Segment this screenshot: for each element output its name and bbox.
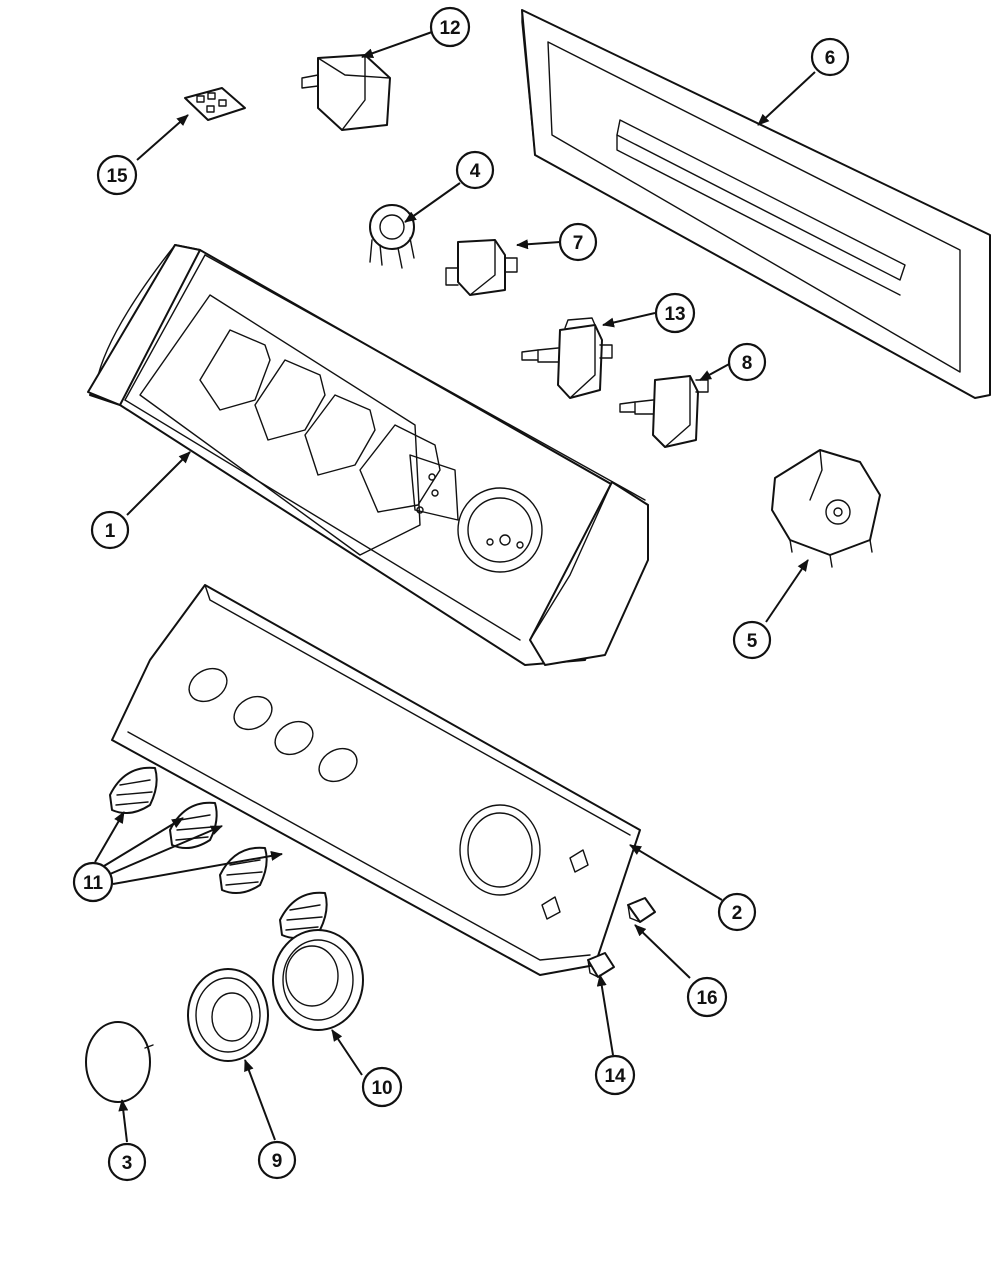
leader-4: [404, 182, 461, 223]
callout-4: 4: [455, 150, 495, 190]
knob-2: [169, 801, 218, 850]
svg-text:5: 5: [747, 631, 758, 652]
part-15-small-board: [184, 87, 246, 121]
callout-15: 15: [96, 154, 138, 196]
svg-text:6: 6: [825, 48, 836, 69]
svg-text:9: 9: [272, 1151, 283, 1172]
part-6-rear-panel: [521, 9, 991, 399]
callout-1: 1: [90, 510, 130, 550]
svg-text:7: 7: [573, 233, 584, 254]
leader-lines: [94, 31, 816, 1143]
part-1-control-console: [87, 244, 649, 666]
part-5-timer: [771, 449, 881, 568]
svg-text:15: 15: [106, 166, 128, 187]
svg-text:14: 14: [604, 1066, 626, 1087]
part-7-switch: [445, 239, 518, 296]
leader-6: [757, 71, 816, 126]
leader-2: [629, 844, 723, 901]
svg-text:1: 1: [105, 521, 116, 542]
callout-2: 2: [717, 892, 757, 932]
leader-11a: [94, 811, 125, 863]
svg-text:12: 12: [439, 18, 460, 39]
leader-5: [765, 559, 809, 623]
leader-11d: [112, 850, 283, 885]
svg-text:13: 13: [664, 304, 685, 325]
svg-text:10: 10: [371, 1078, 392, 1099]
leader-3: [118, 1099, 129, 1143]
part-9-bezel: [187, 968, 269, 1062]
leader-9: [244, 1059, 276, 1141]
leader-11c: [109, 825, 223, 875]
leader-14: [596, 974, 614, 1056]
callout-11: 11: [72, 861, 114, 903]
leader-7: [516, 239, 561, 250]
leader-11b: [103, 817, 184, 867]
leader-13: [602, 312, 656, 328]
svg-text:4: 4: [470, 161, 481, 182]
part-4-rotary-switch: [369, 204, 415, 269]
part-12-relay-block: [301, 54, 391, 131]
part-10-ring: [272, 929, 364, 1031]
svg-text:11: 11: [83, 873, 104, 894]
callout-12: 12: [429, 6, 471, 48]
callout-16: 16: [686, 976, 728, 1018]
callout-8: 8: [727, 342, 767, 382]
part-13-switch: [521, 317, 613, 399]
part-14-switch: [587, 952, 615, 978]
part-3-lens: [85, 1021, 154, 1103]
leader-1: [126, 451, 191, 516]
knob-1: [109, 766, 158, 815]
svg-text:16: 16: [696, 988, 717, 1009]
svg-text:3: 3: [122, 1153, 133, 1174]
callout-9: 9: [257, 1140, 297, 1180]
leader-16: [634, 924, 691, 979]
knob-3: [219, 846, 268, 895]
callout-3: 3: [107, 1142, 147, 1182]
callout-6: 6: [810, 37, 850, 77]
leader-8: [699, 362, 732, 381]
svg-text:2: 2: [732, 903, 743, 924]
svg-text:8: 8: [742, 353, 753, 374]
leader-15: [136, 114, 189, 161]
leader-12: [361, 31, 433, 59]
callout-7: 7: [558, 222, 598, 262]
callout-13: 13: [654, 292, 696, 334]
callout-5: 5: [732, 620, 772, 660]
callout-10: 10: [361, 1066, 403, 1108]
part-8-switch: [619, 375, 709, 448]
callout-14: 14: [594, 1054, 636, 1096]
leader-10: [331, 1029, 363, 1076]
part-16-switch: [627, 897, 656, 923]
